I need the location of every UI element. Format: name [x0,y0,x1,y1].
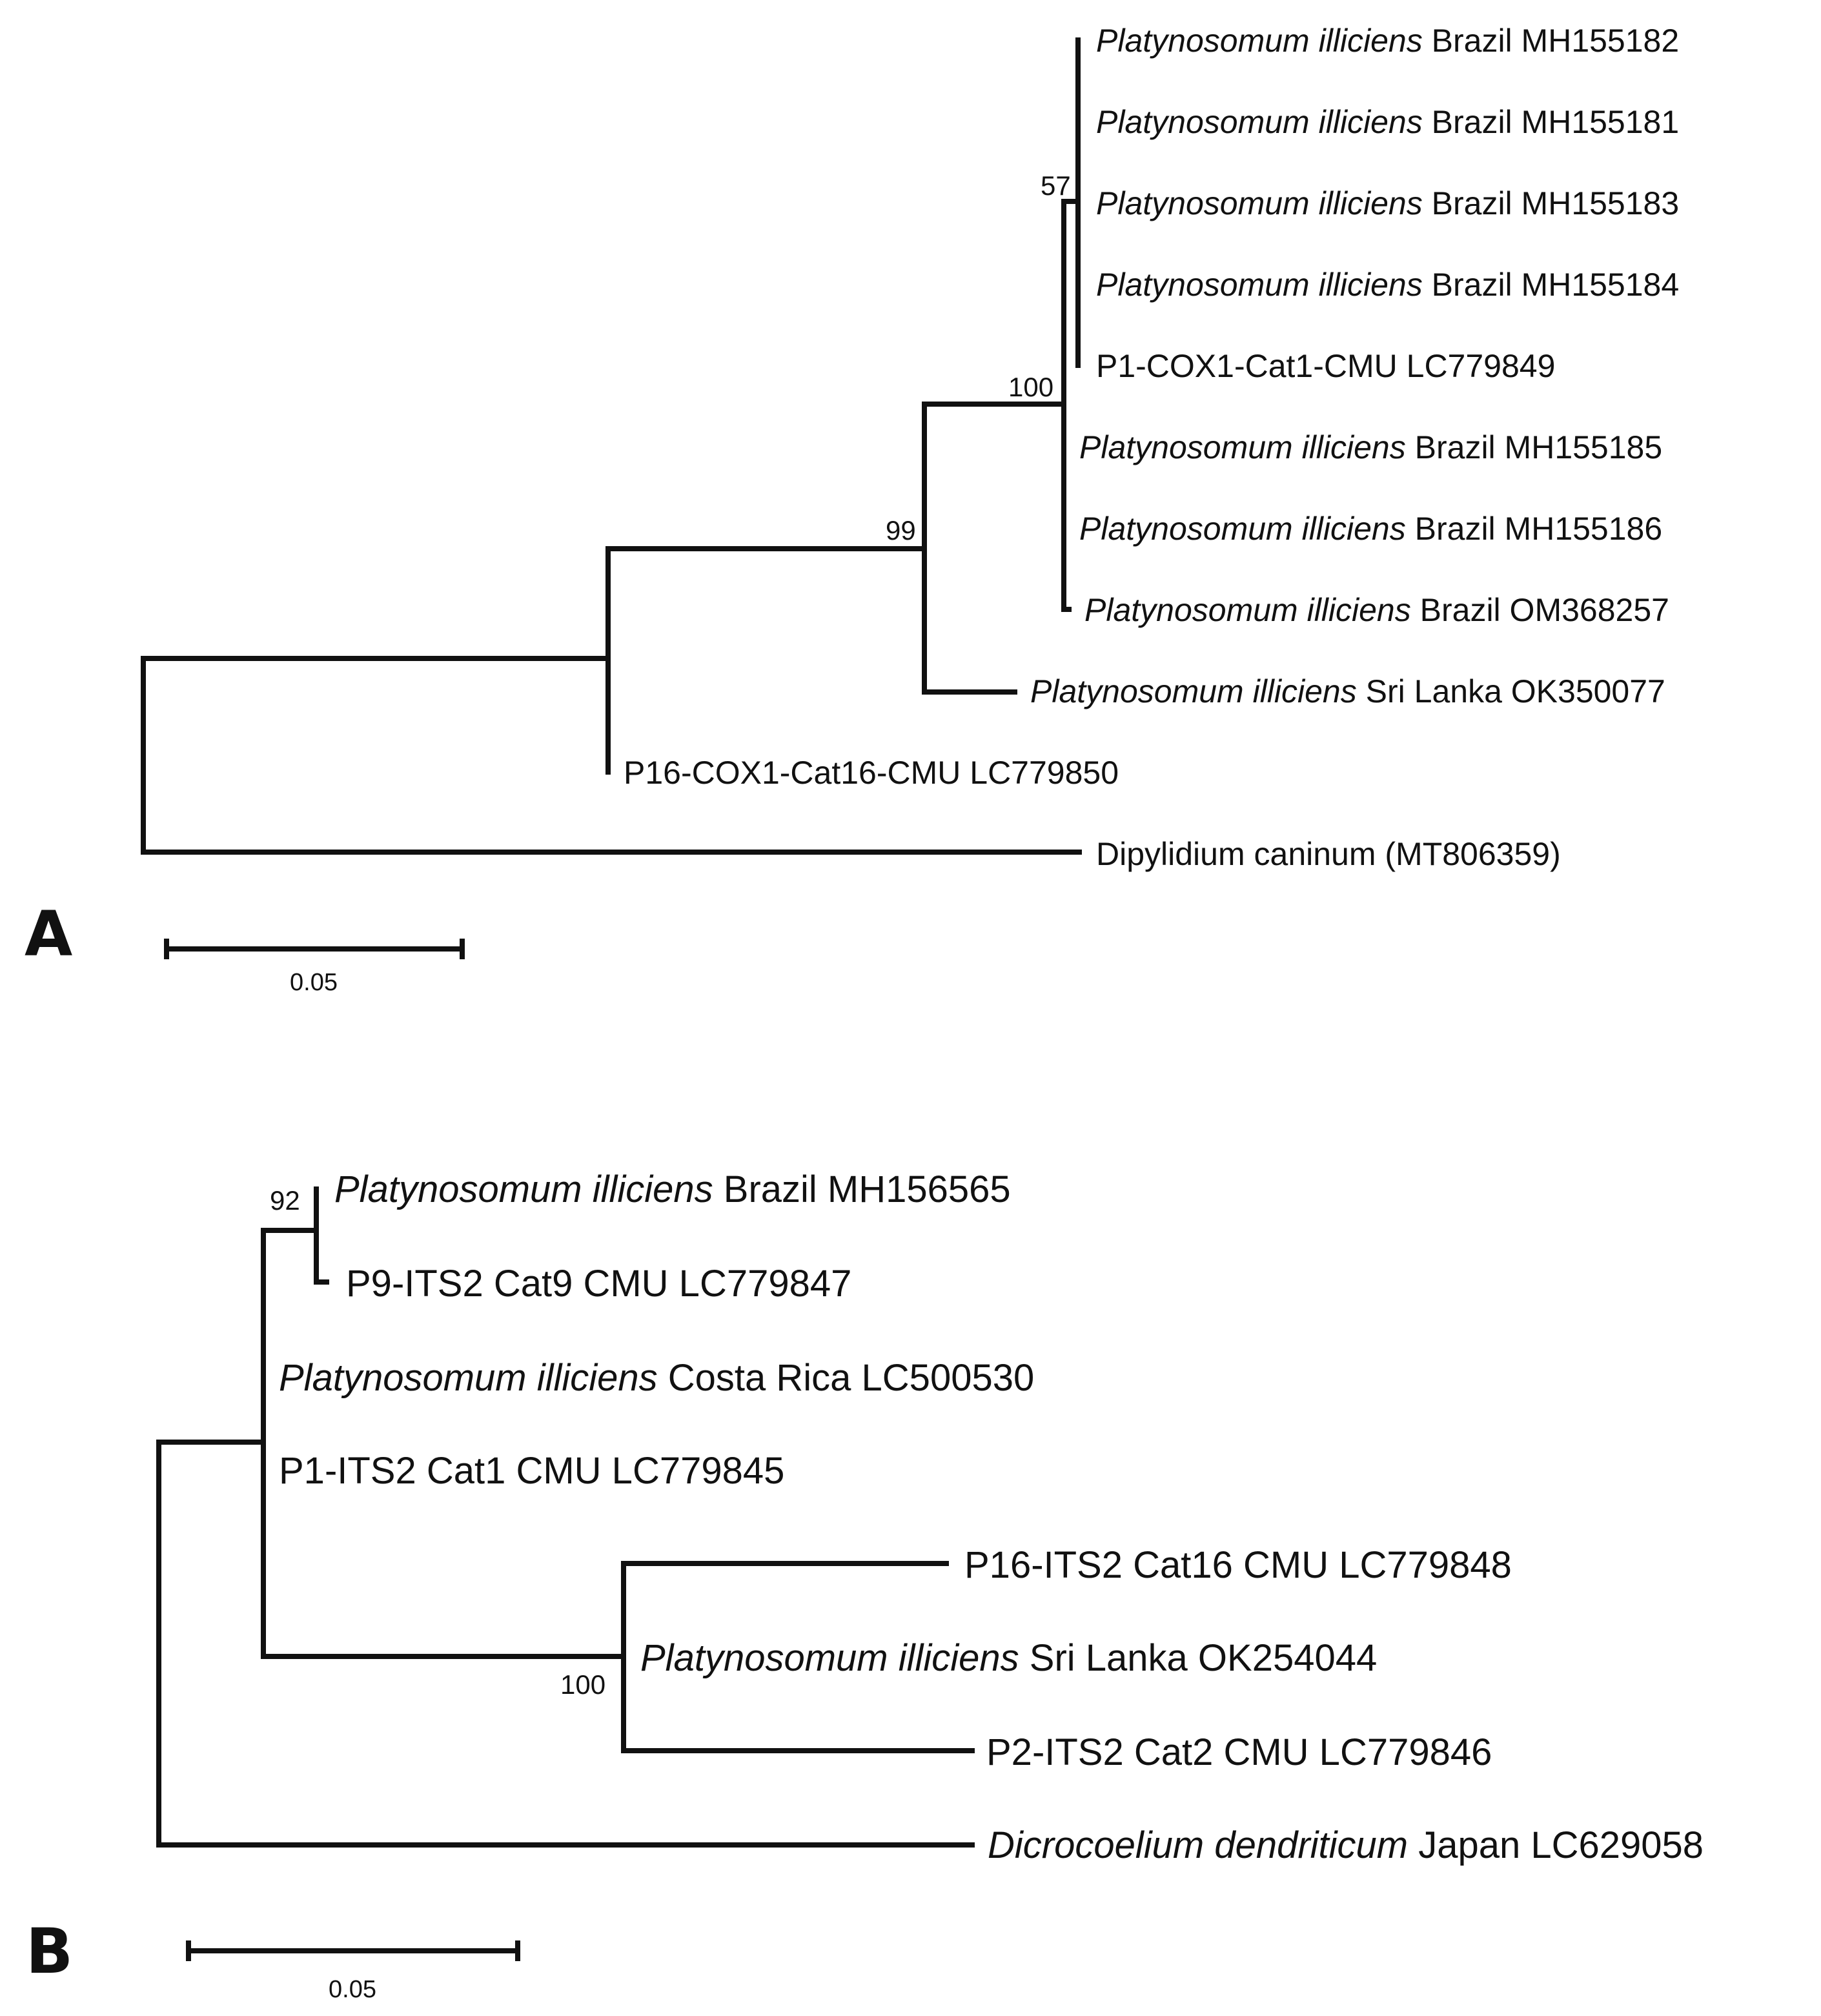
panel-a-tip-labels: Platynosomum illiciens Brazil MH155182 P… [624,23,1679,872]
panel-a-branches [141,37,1082,855]
panel-a-bootstrap-values: 57 100 99 [886,170,1071,545]
branch-b-node92-comb [314,1186,329,1285]
bootstrap-value: 57 [1041,170,1071,201]
panel-b-tip-labels: Platynosomum illiciens Brazil MH156565 P… [279,1168,1704,1866]
tip-label: Platynosomum illiciens Sri Lanka OK35007… [1030,673,1665,709]
tip-label: P9-ITS2 Cat9 CMU LC779847 [346,1263,851,1305]
panel-a: Platynosomum illiciens Brazil MH155182 P… [25,23,1679,996]
tip-label: Platynosomum illiciens Costa Rica LC5005… [279,1357,1034,1399]
panel-a-scale-bar: 0.05 [164,939,465,996]
tip-label: Platynosomum illiciens Brazil MH155182 [1096,23,1679,59]
branch-a-root-outgroup [141,656,1082,855]
tip-label: Platynosomum illiciens Sri Lanka OK25404… [640,1637,1377,1679]
tip-label: Dipylidium caninum (MT806359) [1096,836,1561,872]
panel-b-scale-bar: 0.05 [186,1940,520,2003]
scale-bar-label: 0.05 [290,969,338,996]
scale-bar-line [186,1940,520,1961]
tip-label: Platynosomum illiciens Brazil MH155181 [1096,104,1679,140]
tip-label: Platynosomum illiciens Brazil MH155183 [1096,185,1679,221]
tip-label: Dicrocoelium dendriticum Japan LC629058 [988,1824,1704,1866]
tip-label: P1-ITS2 Cat1 CMU LC779845 [279,1450,784,1492]
bootstrap-value: 99 [886,515,916,545]
panel-b-branches [156,1186,975,1848]
panel-b-bootstrap-values: 92 100 [270,1185,605,1700]
tip-label: P1-COX1-Cat1-CMU LC779849 [1096,348,1555,384]
tip-label: Platynosomum illiciens Brazil OM368257 [1084,592,1669,628]
bootstrap-value: 100 [1008,372,1053,402]
panel-label-b: B [26,1915,73,1988]
tip-label: P16-ITS2 Cat16 CMU LC779848 [964,1544,1512,1586]
tip-label: P2-ITS2 Cat2 CMU LC779846 [986,1731,1492,1773]
tip-label: P16-COX1-Cat16-CMU LC779850 [624,755,1119,791]
tip-label: Platynosomum illiciens Brazil MH155184 [1096,267,1679,303]
panel-label-a: A [25,898,72,970]
tip-label: Platynosomum illiciens Brazil MH155186 [1079,511,1662,547]
bootstrap-value: 92 [270,1185,300,1216]
branch-b-root [156,1440,975,1848]
tip-label: Platynosomum illiciens Brazil MH156565 [334,1168,1011,1210]
scale-bar-label: 0.05 [329,1976,376,2003]
scale-bar-line [164,939,465,959]
panel-b: Platynosomum illiciens Brazil MH156565 P… [26,1168,1704,2003]
bootstrap-value: 100 [560,1669,605,1700]
tip-label: Platynosomum illiciens Brazil MH155185 [1079,429,1662,465]
